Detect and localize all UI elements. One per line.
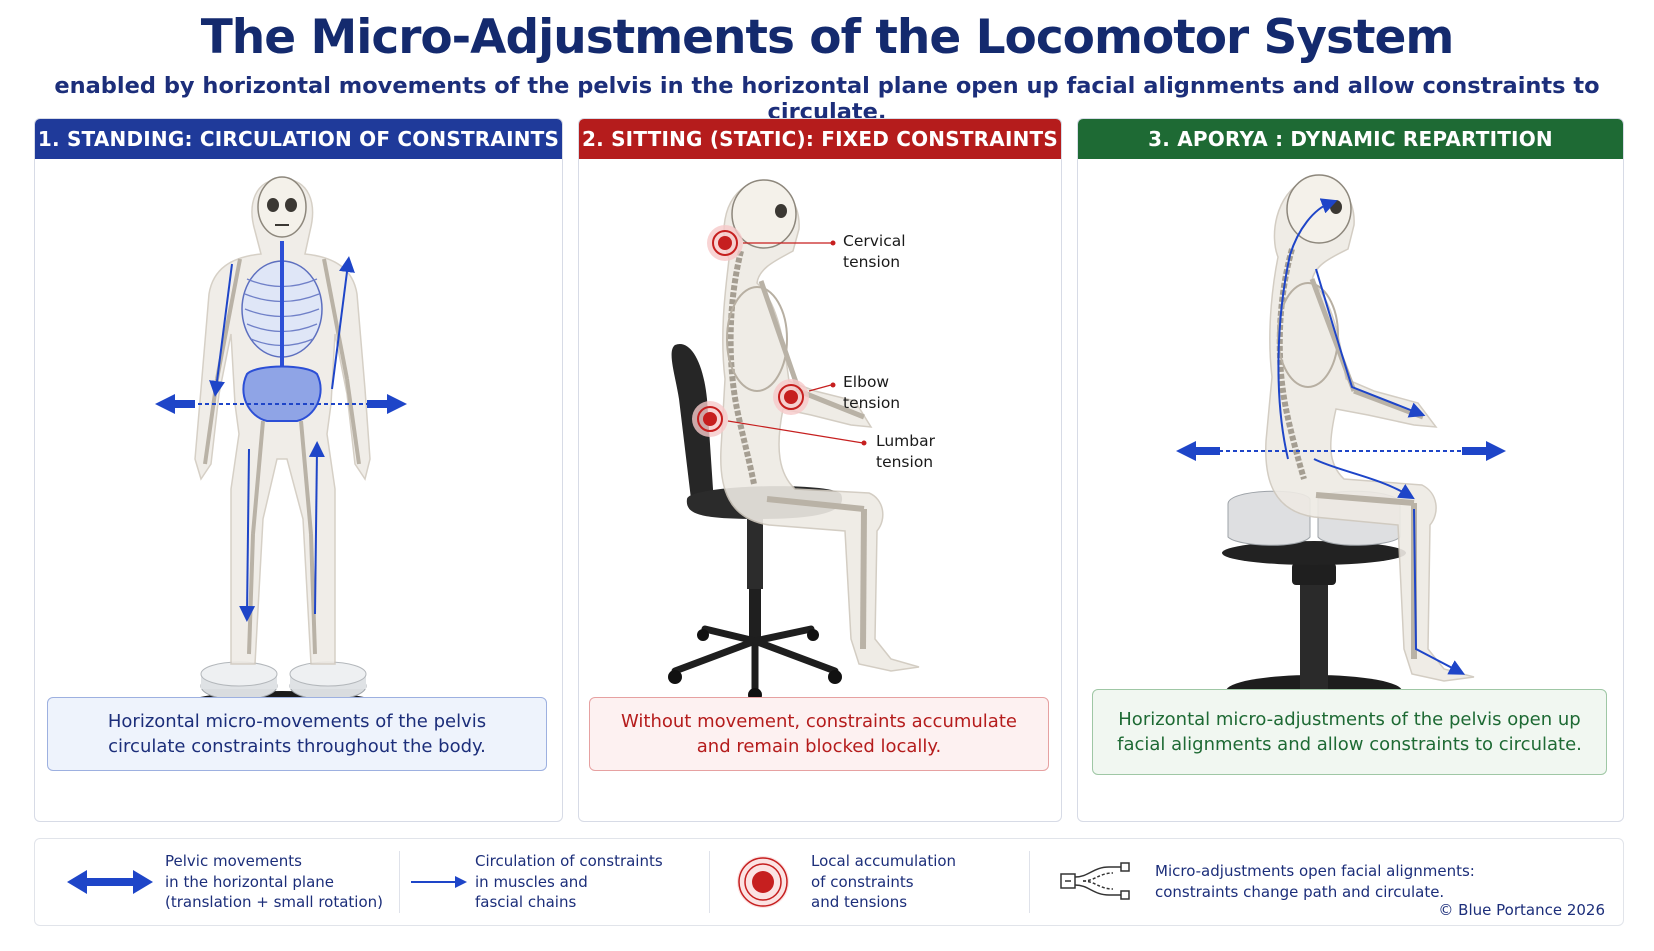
fascia-path-icon [1060, 862, 1130, 900]
panel-standing: 1. STANDING: CIRCULATION OF CONSTRAINTS [34, 118, 563, 822]
copyright: © Blue Portance 2026 [1438, 901, 1605, 919]
spine [1276, 248, 1307, 480]
panel-aporya-body: Horizontal micro-adjustments of the pelv… [1078, 159, 1623, 821]
body-silhouette [1265, 177, 1475, 682]
spine [727, 250, 757, 485]
skull [257, 176, 307, 238]
legend-divider [709, 851, 710, 913]
page-subtitle: enabled by horizontal movements of the p… [54, 73, 1600, 125]
panel-standing-header: 1. STANDING: CIRCULATION OF CONSTRAINTS [35, 119, 562, 159]
lumbar-tension-target [692, 401, 728, 437]
pelvis [242, 365, 322, 422]
seat-plate [1222, 541, 1406, 565]
aporya-seat-illustration [1176, 174, 1506, 707]
cervical-tension-target [707, 225, 743, 261]
arrow-icon [411, 876, 467, 888]
panel-standing-body: Horizontal micro-movements of the pelvis… [35, 159, 562, 821]
double-arrow-icon [67, 870, 153, 894]
target-icon [737, 856, 789, 908]
legend-divider [1029, 851, 1030, 913]
panel-standing-caption: Horizontal micro-movements of the pelvis… [47, 697, 547, 771]
legend-divider [399, 851, 400, 913]
page-title: The Micro-Adjustments of the Locomotor S… [200, 10, 1455, 65]
panel-sitting: 2. SITTING (STATIC): FIXED CONSTRAINTS [578, 118, 1062, 822]
panel-aporya-header: 3. APORYA : DYNAMIC REPARTITION [1078, 119, 1623, 159]
chair-backrest [671, 343, 714, 505]
panel-aporya: 3. APORYA : DYNAMIC REPARTITION [1077, 118, 1624, 822]
ribcage [1277, 282, 1339, 388]
seat-column [1300, 579, 1328, 689]
standing-skeleton-illustration [155, 176, 407, 719]
panel-aporya-caption: Horizontal micro-adjustments of the pelv… [1092, 689, 1607, 775]
legend-item-fascia: Micro-adjustments open facial alignments… [1031, 839, 1621, 925]
panel-sitting-caption: Without movement, constraints accumulate… [589, 697, 1049, 771]
elbow-tension-target [773, 379, 809, 415]
chair-column [749, 589, 761, 639]
skull [731, 179, 797, 249]
legend-text-fascia: Micro-adjustments open facial alignments… [1155, 862, 1475, 901]
sitting-office-chair-illustration [668, 179, 920, 702]
panel-sitting-header: 2. SITTING (STATIC): FIXED CONSTRAINTS [579, 119, 1061, 159]
ribcage [726, 286, 788, 392]
